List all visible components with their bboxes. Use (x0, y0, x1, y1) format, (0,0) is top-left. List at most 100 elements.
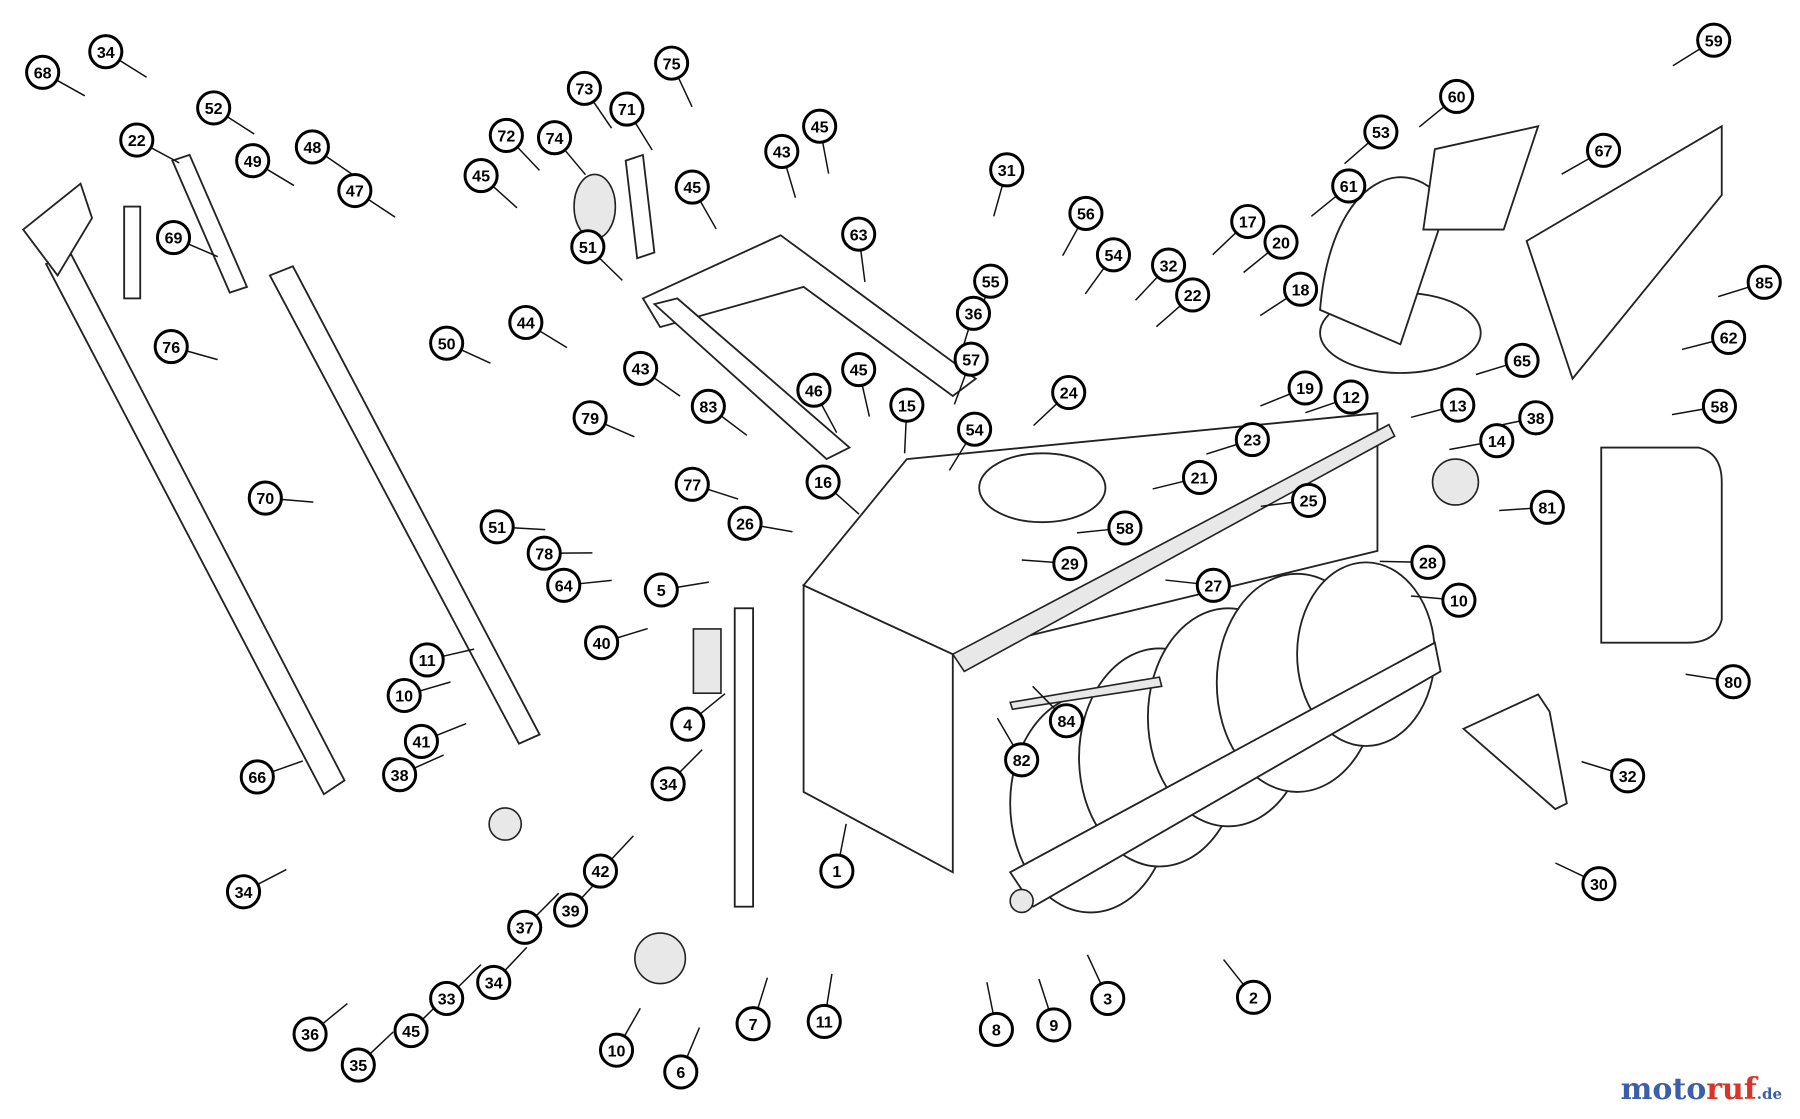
callout-83: 83 (690, 388, 726, 424)
callout-71: 71 (609, 91, 645, 127)
callout-number: 70 (256, 490, 274, 508)
leader-line (415, 754, 444, 769)
leader-line (654, 377, 681, 397)
callout-circle (690, 388, 726, 424)
callout-circle (382, 757, 418, 793)
leader-line (599, 258, 623, 281)
callout-10: 10 (386, 677, 422, 714)
callout-number: 51 (579, 239, 597, 257)
leader-line (1449, 443, 1481, 451)
callout-15: 15 (889, 387, 925, 423)
callout-circle (841, 351, 877, 388)
callout-8: 8 (978, 1011, 1014, 1048)
callout-35: 35 (340, 1047, 376, 1083)
callout-number: 36 (301, 1026, 319, 1044)
callout-circle (584, 625, 620, 661)
callout-number: 68 (34, 64, 52, 82)
callout-26: 26 (727, 505, 763, 541)
leader-line (1410, 408, 1442, 419)
callout-59: 59 (1696, 22, 1732, 58)
callout-circle (1518, 400, 1554, 436)
callout-1: 1 (819, 853, 855, 889)
callout-circle (1230, 203, 1266, 240)
callout-number: 2 (1249, 989, 1258, 1007)
deflector-60 (1422, 124, 1540, 231)
callout-10: 10 (598, 1032, 635, 1068)
callout-number: 40 (593, 635, 611, 653)
callout-circle (805, 464, 841, 500)
bracket-69 (123, 205, 142, 300)
callout-36: 36 (292, 1016, 328, 1052)
callout-number: 10 (395, 688, 413, 706)
block-5 (692, 628, 722, 695)
leader-line (686, 1027, 701, 1057)
parts-drawing (21, 124, 1723, 985)
leader-line (821, 405, 838, 434)
leader-line (617, 627, 648, 639)
leader-line (757, 977, 769, 1008)
callout-64: 64 (546, 567, 582, 603)
leader-line (996, 717, 1014, 746)
callout-number: 28 (1419, 555, 1437, 573)
callout-42: 42 (582, 853, 619, 889)
callout-circle (570, 229, 606, 265)
callout-24: 24 (1051, 374, 1087, 411)
callout-82: 82 (1004, 742, 1040, 778)
callout-55: 55 (973, 263, 1009, 299)
callout-circle (609, 91, 645, 127)
callout-circle (239, 759, 275, 795)
callout-circle (1090, 980, 1126, 1017)
callout-number: 9 (1049, 1017, 1058, 1035)
leader-line (679, 749, 703, 773)
callout-29: 29 (1052, 545, 1088, 582)
leader-line (1581, 760, 1612, 772)
callout-34: 34 (225, 874, 262, 910)
callout-number: 38 (1527, 410, 1545, 428)
callout-circle (386, 677, 422, 714)
leader-line (1561, 158, 1589, 175)
callout-66: 66 (239, 759, 275, 795)
callout-39: 39 (553, 892, 589, 928)
fan-disc (978, 452, 1107, 524)
leader-line (1499, 507, 1531, 512)
callout-28: 28 (1410, 544, 1446, 580)
callout-circle (735, 1006, 771, 1042)
callout-circle (623, 350, 659, 386)
callout-circle (1746, 264, 1782, 300)
callout-circle (1151, 247, 1187, 283)
callout-74: 74 (536, 120, 573, 156)
callout-circle (1585, 132, 1622, 168)
callout-circle (155, 220, 192, 256)
callout-number: 38 (391, 767, 409, 785)
leader-line (267, 168, 295, 187)
callout-number: 35 (349, 1057, 367, 1075)
callout-number: 48 (303, 139, 321, 157)
callout-number: 34 (659, 776, 677, 794)
callout-number: 16 (814, 474, 832, 492)
pulley-14 (1431, 458, 1480, 506)
leader-line (678, 78, 693, 108)
wheel-6 (634, 932, 687, 985)
leader-line (536, 892, 560, 916)
callout-circle (526, 535, 562, 571)
callout-65: 65 (1504, 342, 1540, 378)
callout-number: 55 (982, 273, 1000, 291)
callout-circle (1052, 545, 1088, 582)
callout-circle (1181, 459, 1218, 495)
callout-32: 32 (1610, 758, 1646, 794)
callout-54: 54 (957, 411, 993, 447)
leader-line (458, 964, 482, 987)
leader-line (273, 760, 304, 772)
callout-30: 30 (1581, 866, 1617, 902)
callout-circle (1287, 370, 1323, 406)
callout-number: 5 (657, 582, 666, 600)
leader-line (437, 722, 467, 736)
leader-line (635, 123, 653, 151)
callout-circle (598, 1032, 635, 1068)
callout-number: 67 (1595, 142, 1613, 160)
callout-number: 64 (555, 577, 573, 595)
leader-line (1032, 685, 1055, 709)
callout-circle (674, 169, 710, 205)
callout-number: 59 (1705, 32, 1723, 50)
leader-line (822, 143, 830, 174)
